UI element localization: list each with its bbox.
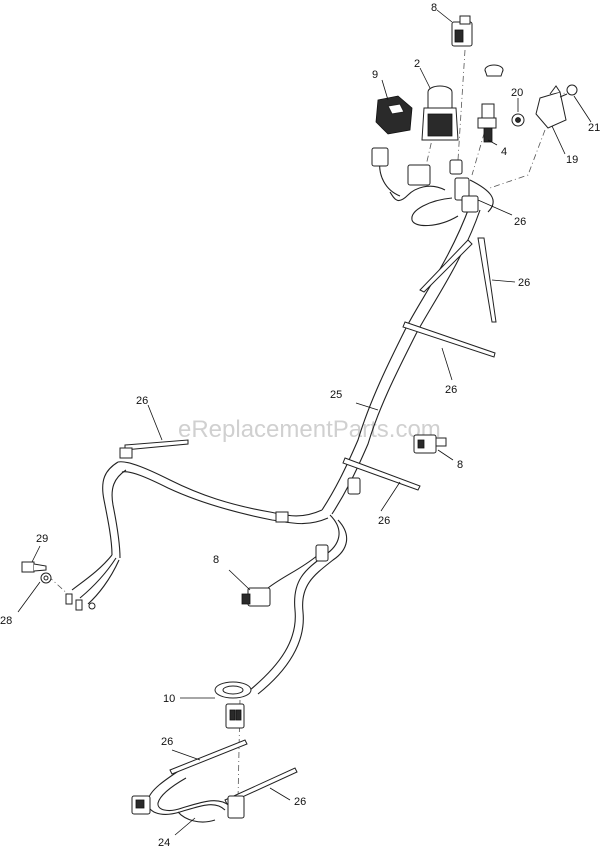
leader-lines <box>17 9 592 836</box>
connector-8-mid <box>413 434 447 454</box>
callout-8-mid: 8 <box>457 459 463 471</box>
callout-20: 20 <box>511 87 523 99</box>
callout-26-f: 26 <box>161 736 173 748</box>
callout-26-d: 26 <box>136 395 148 407</box>
nut-20 <box>511 113 525 127</box>
connector-lower <box>131 703 245 819</box>
switch-4 <box>477 103 497 143</box>
connector-8-left <box>241 587 271 607</box>
callout-10: 10 <box>163 693 175 705</box>
callout-26-b: 26 <box>518 277 530 289</box>
connector-8-top <box>451 15 473 47</box>
relay-19 <box>535 85 567 129</box>
callout-26-e: 26 <box>378 515 390 527</box>
callout-28: 28 <box>0 615 12 627</box>
callout-8-top: 8 <box>431 2 437 14</box>
callout-8-left: 8 <box>213 554 219 566</box>
callout-29: 29 <box>36 533 48 545</box>
callout-26-a: 26 <box>514 216 526 228</box>
callout-2: 2 <box>414 58 420 70</box>
callout-25: 25 <box>330 389 342 401</box>
callout-26-c: 26 <box>445 384 457 396</box>
switch-2 <box>421 85 459 141</box>
callout-24: 24 <box>158 837 170 849</box>
callout-26-g: 26 <box>294 796 306 808</box>
callout-19: 19 <box>566 154 578 166</box>
callout-21: 21 <box>588 122 600 134</box>
screw-29 <box>21 561 47 573</box>
screw-21 <box>559 84 578 98</box>
wire-harness <box>71 159 494 823</box>
cable-ties <box>119 237 497 805</box>
grommet-10 <box>214 681 252 699</box>
terminals-left <box>65 593 96 611</box>
callout-4: 4 <box>501 146 507 158</box>
connectors-upper <box>371 147 479 213</box>
plug-cap <box>484 64 504 77</box>
washer-28 <box>40 572 52 584</box>
watermark: eReplacementParts.com <box>178 416 441 443</box>
callout-9: 9 <box>372 69 378 81</box>
connector-inline <box>315 477 361 562</box>
switch-9 <box>375 95 413 135</box>
